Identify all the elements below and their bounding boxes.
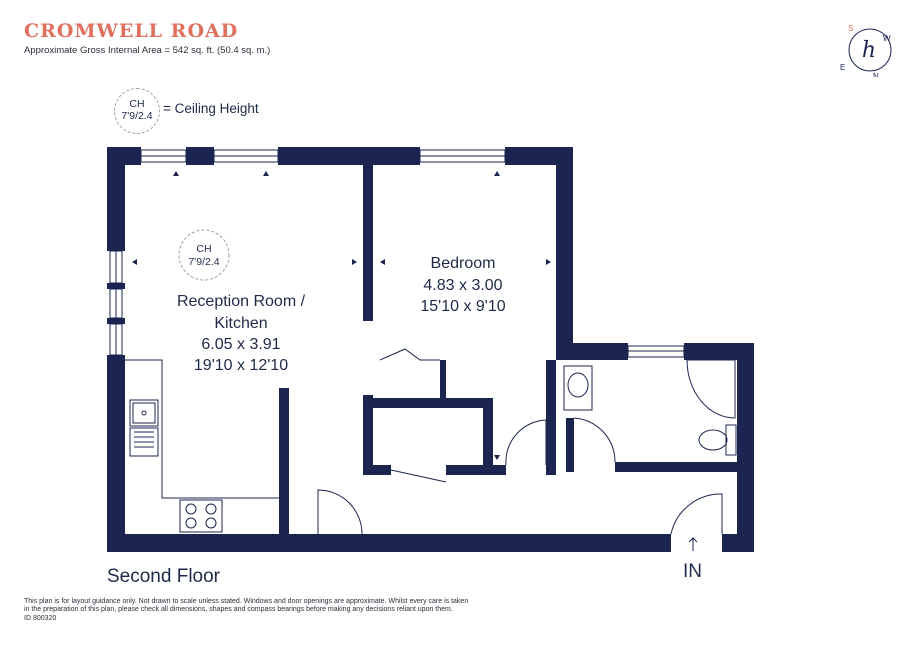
legend-ch-code: CH: [129, 98, 145, 110]
reception-ch-marker: [178, 229, 230, 281]
bedroom-name: Bedroom: [431, 255, 496, 272]
toilet-icon: [725, 424, 737, 456]
plan-id: ID 800320: [24, 614, 57, 622]
sink-icon: [129, 399, 159, 427]
compass-n: N: [873, 72, 879, 77]
reception-room-name-line1: Reception Room /: [177, 293, 306, 310]
legend-ch-value: 7'9/2.4: [121, 110, 153, 122]
compass-logo-letter: h: [862, 38, 876, 63]
shower-icon: [686, 359, 736, 419]
kitchen-units: [125, 359, 279, 533]
basin-icon: [563, 365, 593, 411]
reception-ch-value: 7'9/2.4: [188, 256, 219, 268]
walls: [107, 147, 754, 552]
entrance-arrow-icon: [688, 537, 698, 551]
disclaimer: This plan is for layout guidance only. N…: [24, 598, 494, 623]
gross-internal-area: Approximate Gross Internal Area = 542 sq…: [24, 45, 271, 56]
reception-room-imperial: 19'10 x 12'10: [194, 357, 288, 374]
compass-e: E: [840, 63, 845, 72]
reception-room-metric: 6.05 x 3.91: [201, 336, 280, 353]
bedroom-metric: 4.83 x 3.00: [423, 277, 502, 294]
bedroom-imperial: 15'10 x 9'10: [420, 298, 505, 315]
disclaimer-line: This plan is for layout guidance only. N…: [24, 598, 469, 605]
compass-w: W: [883, 34, 891, 43]
hob-icon: [179, 499, 223, 533]
disclaimer-line: in the preparation of this plan, please …: [24, 606, 453, 614]
reception-room-name-line2: Kitchen: [214, 315, 267, 332]
compass-s: S: [848, 24, 853, 33]
compass-icon: h S W E N: [840, 24, 892, 77]
bathroom-fixtures: [563, 359, 737, 456]
reception-ch-code: CH: [196, 243, 211, 255]
property-title: CROMWELL ROAD: [24, 20, 239, 42]
ceiling-height-legend-marker: CH 7'9/2.4: [114, 88, 160, 134]
floor-label: Second Floor: [107, 566, 221, 587]
doors: [317, 348, 723, 535]
door-markers: [132, 171, 551, 460]
ceiling-height-legend-text: = Ceiling Height: [163, 101, 259, 116]
entrance-label: IN: [683, 561, 702, 582]
windows: [109, 149, 685, 358]
